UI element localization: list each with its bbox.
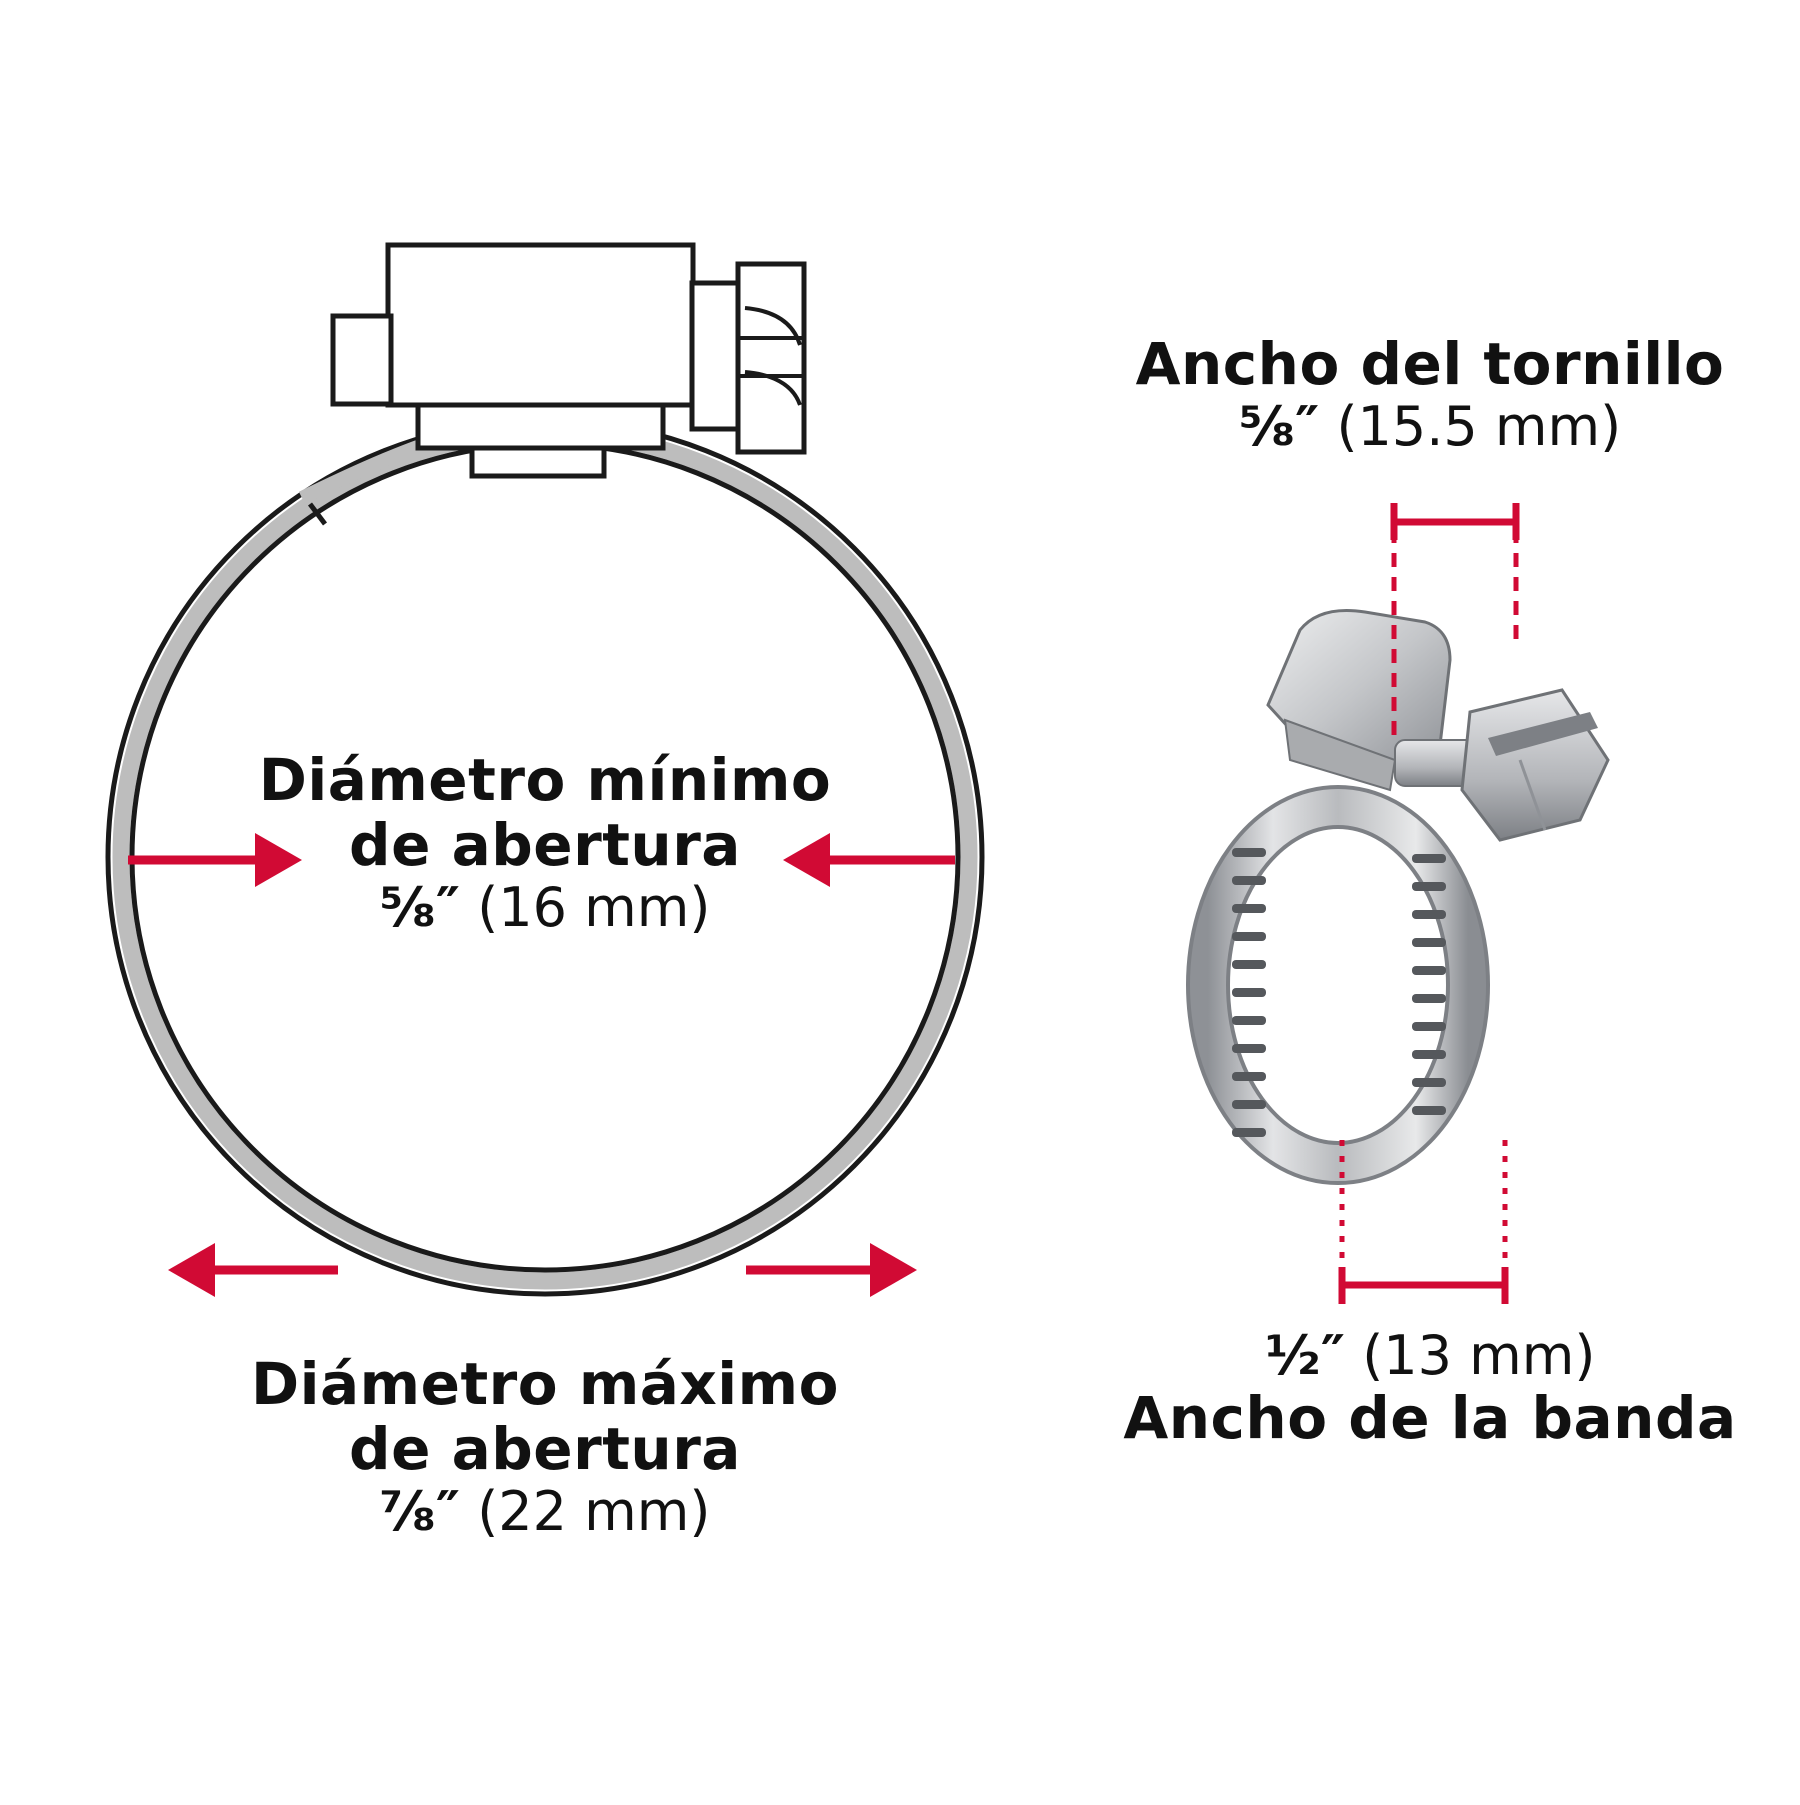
min-diameter-fraction: ⁵⁄₈″ <box>379 875 461 939</box>
photo-band-slots-left <box>1232 848 1266 1137</box>
band-slot <box>1412 882 1446 891</box>
photo-band <box>1190 789 1486 1181</box>
min-diameter-value: ⁵⁄₈″ (16 mm) <box>195 875 895 939</box>
screw-width-value: ⁵⁄₈″ (15.5 mm) <box>1100 394 1760 458</box>
band-slot <box>1232 1128 1266 1137</box>
band-slot <box>1232 876 1266 885</box>
clamp-photo <box>1186 503 1610 1304</box>
max-diameter-fraction: ⁷⁄₈″ <box>379 1479 461 1543</box>
band-slot <box>1412 1022 1446 1031</box>
band-slot <box>1232 1044 1266 1053</box>
max-diameter-title-line1: Diámetro máximo <box>251 1350 839 1418</box>
band-slot <box>1412 1050 1446 1059</box>
screw-width-dimension <box>1390 503 1520 735</box>
band-width-fraction: ¹⁄₂″ <box>1264 1324 1346 1387</box>
photo-screw-head <box>1460 688 1610 842</box>
band-slot <box>1232 904 1266 913</box>
band-width-title: Ancho de la banda <box>1123 1384 1737 1453</box>
screw-width-label: Ancho del tornillo ⁵⁄₈″ (15.5 mm) <box>1100 332 1760 457</box>
band-slot <box>1412 910 1446 919</box>
min-diameter-arrow-left <box>128 833 302 887</box>
screw-width-title: Ancho del tornillo <box>1135 330 1725 398</box>
band-tip-line <box>308 502 327 526</box>
band-slot <box>1232 1072 1266 1081</box>
band-slot <box>1412 1106 1446 1115</box>
band-slot <box>1412 854 1446 863</box>
max-diameter-arrow-right <box>746 1243 917 1297</box>
min-diameter-title-line1: Diámetro mínimo <box>258 746 832 814</box>
band-slot <box>1412 994 1446 1003</box>
band-width-value: ¹⁄₂″ (13 mm) <box>1100 1324 1760 1387</box>
band-slot <box>1412 938 1446 947</box>
band-slot <box>1232 988 1266 997</box>
max-diameter-title-line2: de abertura <box>349 1414 741 1483</box>
band-slot <box>1412 966 1446 975</box>
max-diameter-value: ⁷⁄₈″ (22 mm) <box>195 1479 895 1543</box>
band-width-dimension <box>1338 1140 1509 1304</box>
band-width-mm: (13 mm) <box>1362 1324 1596 1387</box>
min-diameter-title-line2: de abertura <box>349 810 741 879</box>
band-width-label: ¹⁄₂″ (13 mm) Ancho de la banda <box>1100 1324 1760 1453</box>
band-slot <box>1232 848 1266 857</box>
max-diameter-mm: (22 mm) <box>477 1479 711 1543</box>
max-diameter-arrow-left <box>168 1243 338 1297</box>
band-slot <box>1412 1078 1446 1087</box>
clamp-outline-drawing <box>105 242 985 1297</box>
clamp-housing <box>330 242 696 479</box>
screw-width-mm: (15.5 mm) <box>1336 394 1622 458</box>
band-slot <box>1232 932 1266 941</box>
max-diameter-label: Diámetro máximo de abertura ⁷⁄₈″ (22 mm) <box>195 1352 895 1542</box>
band-slot <box>1232 1016 1266 1025</box>
clamp-screw-head <box>689 261 807 455</box>
band-slot <box>1232 1100 1266 1109</box>
min-diameter-label: Diámetro mínimo de abertura ⁵⁄₈″ (16 mm) <box>195 748 895 938</box>
band-slot <box>1232 960 1266 969</box>
min-diameter-arrow-right <box>783 833 955 887</box>
photo-band-slots-right <box>1412 854 1446 1115</box>
screw-width-fraction: ⁵⁄₈″ <box>1238 394 1320 458</box>
photo-housing <box>1266 608 1452 767</box>
min-diameter-mm: (16 mm) <box>477 875 711 939</box>
